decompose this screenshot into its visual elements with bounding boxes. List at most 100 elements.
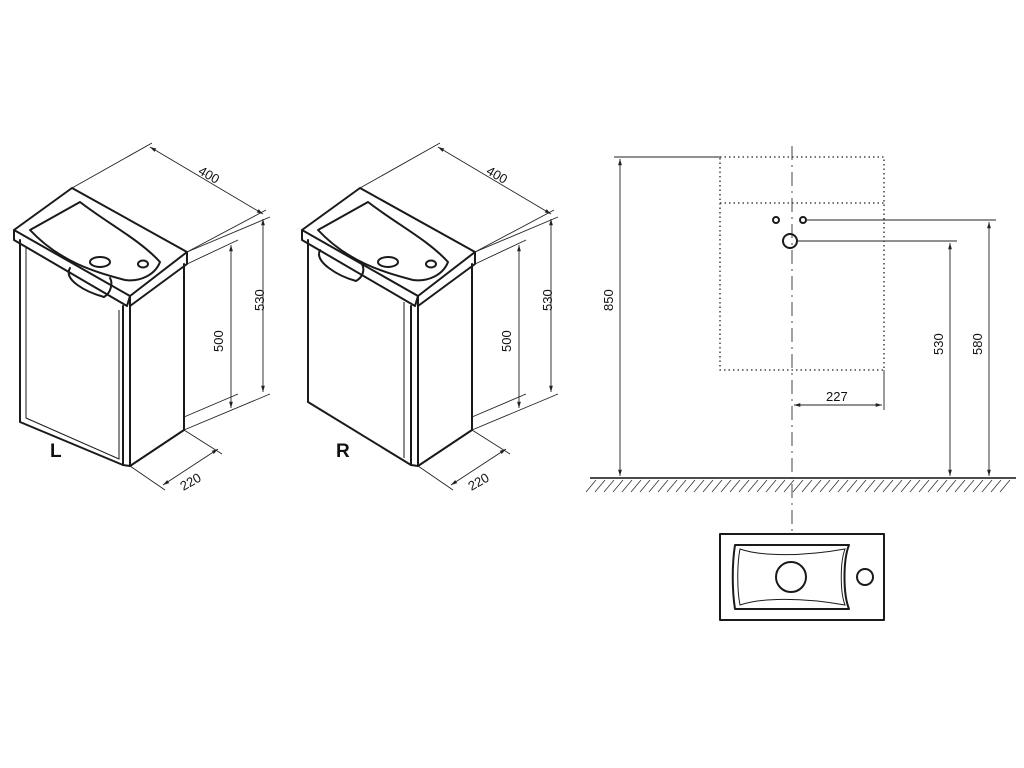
tap-hole-plan — [856, 568, 874, 586]
hatch-stroke — [846, 479, 858, 493]
extension-line — [183, 393, 271, 431]
tap-hole — [425, 259, 437, 269]
cabinet-bottom-corner — [410, 464, 419, 467]
front-elevation-view: 850 580 530 227 — [585, 146, 1016, 535]
hatch-stroke — [972, 479, 984, 493]
hatch-stroke — [954, 479, 966, 493]
hatch-stroke — [828, 479, 840, 493]
cabinet-right-isometric: 400 530 500 220 R — [301, 142, 559, 494]
countertop-side-edge — [417, 251, 476, 307]
hatch-stroke — [801, 479, 813, 493]
hatch-stroke — [612, 479, 624, 493]
basin-bowl — [29, 201, 161, 282]
cabinet-side-panel — [417, 263, 473, 467]
drain-hole — [89, 256, 111, 268]
hatch-stroke — [666, 479, 678, 493]
dim-line-width — [149, 146, 264, 215]
basin-plan-view — [719, 533, 885, 621]
hatch-stroke — [810, 479, 822, 493]
extension-line — [474, 216, 559, 253]
basin-bowl — [317, 201, 449, 282]
countertop-front-edge — [301, 229, 419, 307]
water-supply-point-right — [799, 216, 807, 224]
hatch-stroke — [999, 479, 1011, 493]
dim-cabinet-height-label: 500 — [499, 330, 514, 352]
hatch-stroke — [711, 479, 723, 493]
hatch-stroke — [909, 479, 921, 493]
hatch-stroke — [855, 479, 867, 493]
hatch-stroke — [657, 479, 669, 493]
dim-line-depth — [162, 448, 219, 486]
door-handle-notch — [67, 267, 113, 298]
dim-supply-height-label: 580 — [970, 333, 985, 355]
variant-label-left: L — [50, 441, 62, 462]
hatch-stroke — [837, 479, 849, 493]
hatch-stroke — [684, 479, 696, 493]
dim-drain-height-label: 530 — [931, 333, 946, 355]
hatch-stroke — [936, 479, 948, 493]
hatch-stroke — [864, 479, 876, 493]
countertop-side-edge — [129, 251, 188, 307]
door-panel-inset — [25, 246, 120, 460]
water-supply-point-left — [772, 216, 780, 224]
hatch-stroke — [981, 479, 993, 493]
cabinet-bottom-corner — [122, 464, 131, 467]
hatch-stroke — [819, 479, 831, 493]
hatch-stroke — [882, 479, 894, 493]
cabinet-door-front — [19, 239, 124, 466]
hatch-stroke — [621, 479, 633, 493]
hatch-stroke — [738, 479, 750, 493]
hatch-stroke — [693, 479, 705, 493]
hatch-stroke — [765, 479, 777, 493]
tap-hole — [137, 259, 149, 269]
extension-line — [417, 465, 454, 491]
extension-line — [71, 142, 153, 189]
extension-line — [186, 216, 271, 253]
cabinet-outline-dotted — [719, 156, 885, 371]
hatch-stroke — [990, 479, 1002, 493]
hatch-stroke — [756, 479, 768, 493]
countertop-front-edge — [13, 229, 131, 307]
cabinet-side-panel — [129, 263, 185, 467]
dim-line-depth — [450, 448, 507, 486]
hatch-stroke — [720, 479, 732, 493]
extension-line — [471, 393, 527, 418]
drain-outlet — [782, 233, 798, 249]
drain-hole — [377, 256, 399, 268]
hatch-stroke — [774, 479, 786, 493]
hatch-stroke — [630, 479, 642, 493]
door-handle-notch — [318, 249, 365, 282]
dim-overall-height-label: 530 — [252, 289, 267, 311]
dim-width-label: 400 — [196, 163, 222, 187]
extension-line — [471, 393, 559, 431]
hatch-stroke — [675, 479, 687, 493]
basin-bowl-plan — [731, 544, 850, 610]
extension-line — [186, 239, 239, 265]
dim-drain-offset-label: 227 — [826, 389, 848, 404]
extension-line — [474, 239, 527, 265]
drain-plan — [775, 561, 807, 593]
hatch-stroke — [648, 479, 660, 493]
hatch-stroke — [927, 479, 939, 493]
dim-overall-height-label: 530 — [540, 289, 555, 311]
dim-mount-height-label: 850 — [601, 289, 616, 311]
extension-line — [474, 209, 555, 253]
countertop-top-face — [301, 187, 476, 297]
extension-line — [129, 465, 166, 491]
hatch-stroke — [891, 479, 903, 493]
extension-line — [186, 209, 267, 253]
extension-line — [359, 142, 441, 189]
floor-hatching — [585, 479, 1011, 493]
hatch-stroke — [639, 479, 651, 493]
hatch-stroke — [594, 479, 606, 493]
hatch-stroke — [747, 479, 759, 493]
hatch-stroke — [783, 479, 795, 493]
hatch-stroke — [918, 479, 930, 493]
hatch-stroke — [873, 479, 885, 493]
dim-cabinet-height-label: 500 — [211, 330, 226, 352]
hatch-stroke — [963, 479, 975, 493]
hatch-stroke — [792, 479, 804, 493]
hatch-stroke — [945, 479, 957, 493]
variant-label-right: R — [336, 441, 350, 462]
